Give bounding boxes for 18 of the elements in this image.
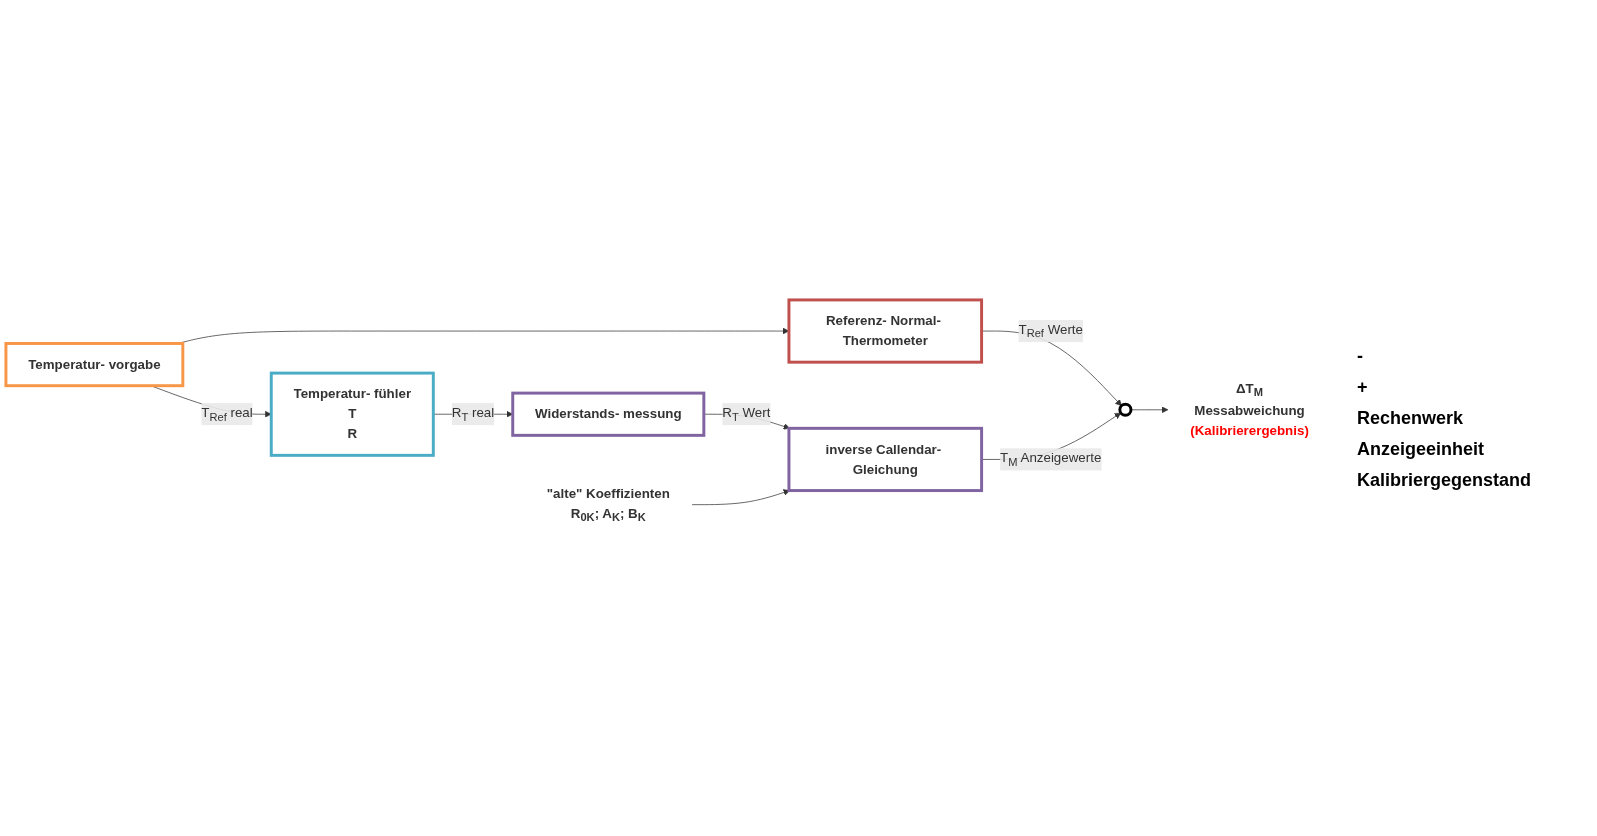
- node-text: ΔT$_{M}$ Messabweichung (Kalibrierergebnis): [1190, 380, 1309, 438]
- node-box: Temperatur- vorgabe: [4, 341, 185, 387]
- node-box: Temperatur- fühler T R: [269, 371, 435, 457]
- note-label: Kalibriergegenstand: [1357, 469, 1533, 491]
- note-label: Anzeigeeinheit: [1357, 438, 1486, 460]
- note-label: +: [1357, 376, 1369, 398]
- edge-label: T$_{M}$ Anzeigewerte: [1000, 450, 1102, 468]
- edge-label: T$_{Ref}$ Werte: [1018, 321, 1083, 340]
- node-circle: [1118, 402, 1133, 417]
- node-box: Widerstands- messung: [511, 391, 706, 437]
- node-box: Referenz- Normal- Thermometer: [787, 298, 984, 364]
- note-label: -: [1357, 345, 1364, 367]
- node-box: inverse Callendar- Gleichung: [787, 426, 984, 492]
- note-label: Rechenwerk: [1357, 407, 1465, 429]
- edge-label: R$_{T}$ Wert: [722, 404, 771, 423]
- node-text: "alte" Koeffizienten R$_{0K}$; A$_{K}$; B$_{K}$: [546, 485, 670, 523]
- edge-label: R$_{T}$ real: [451, 404, 495, 423]
- edge-label: T$_{Ref}$ real: [201, 404, 253, 423]
